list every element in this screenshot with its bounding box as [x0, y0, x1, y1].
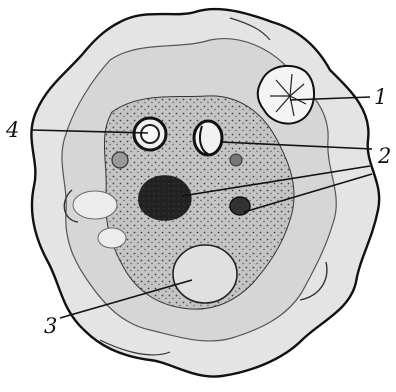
food-vacuole-upper: [194, 121, 222, 155]
vacuole-3: [173, 245, 237, 303]
label-2: 2: [377, 144, 391, 168]
label-4: 4: [5, 118, 19, 142]
label-3: 3: [44, 314, 57, 338]
food-vacuole-lower: [230, 197, 250, 215]
label-1: 1: [374, 85, 387, 109]
